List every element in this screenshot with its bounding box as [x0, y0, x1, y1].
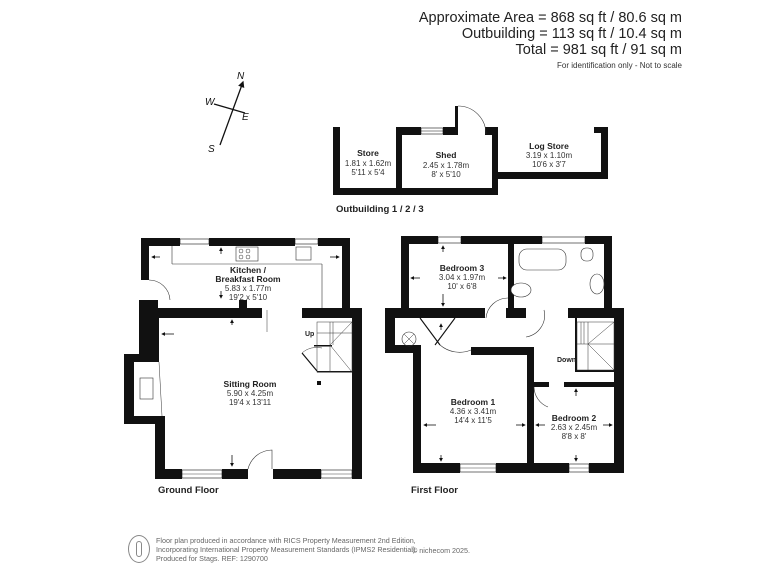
kitchen-name-2: Breakfast Room: [215, 274, 281, 284]
footer-text: Floor plan produced in accordance with R…: [156, 536, 417, 563]
outbuilding-plan: [333, 106, 608, 195]
first-floor-plan: [385, 236, 624, 473]
bedroom2-imperial: 8'8 x 8': [562, 432, 587, 441]
first-floor-label: First Floor: [411, 485, 458, 496]
outbuilding-area: Outbuilding = 113 sq ft / 10.4 sq m: [461, 26, 682, 42]
bedroom3-imperial: 10' x 6'8: [447, 282, 477, 291]
footer-line3: Produced for Stags. REF: 1290700: [156, 553, 268, 563]
shed-imperial: 8' x 5'10: [431, 170, 461, 179]
area-summary: Approximate Area = 868 sq ft / 80.6 sq m…: [419, 10, 682, 70]
toilet-icon: [510, 282, 532, 298]
bedroom1-name: Bedroom 1: [451, 397, 496, 407]
sink-icon: [295, 246, 312, 261]
compass-east: E: [242, 112, 249, 123]
footer-line1: Floor plan produced in accordance with R…: [156, 535, 416, 545]
bedroom1-metric: 4.36 x 3.41m: [450, 407, 497, 416]
stairs-icon-first: [576, 321, 615, 371]
ground-floor-label: Ground Floor: [158, 485, 219, 496]
log-store-imperial: 10'6 x 3'7: [532, 160, 566, 169]
kitchen-name-1: Kitchen /: [230, 265, 267, 275]
sitting-room-imperial: 19'4 x 13'11: [229, 398, 272, 407]
compass-north: N: [237, 71, 245, 82]
hob-icon: [235, 246, 259, 262]
disclaimer: For identification only - Not to scale: [557, 61, 682, 70]
first-stairs-label: Down: [557, 357, 576, 364]
toilet-icon-2: [580, 247, 594, 262]
log-store-metric: 3.19 x 1.10m: [526, 151, 573, 160]
shed-metric: 2.45 x 1.78m: [423, 161, 470, 170]
outbuilding-label: Outbuilding 1 / 2 / 3: [336, 204, 424, 215]
ground-floor-plan: [124, 238, 362, 479]
copyright: © nichecom 2025.: [412, 546, 471, 555]
store-imperial: 5'11 x 5'4: [351, 168, 385, 177]
ground-stairs-label: Up: [305, 331, 314, 338]
log-store-name: Log Store: [529, 141, 569, 151]
kitchen-imperial: 19'2 x 5'10: [229, 293, 268, 302]
compass-west: W: [205, 97, 216, 108]
store-name: Store: [357, 148, 379, 158]
cylinder-icon: [401, 331, 417, 347]
bath-icon: [518, 248, 567, 271]
shed-name: Shed: [436, 150, 457, 160]
approximate-area: Approximate Area = 868 sq ft / 80.6 sq m: [418, 10, 682, 26]
basin-icon: [589, 273, 605, 295]
fireplace-icon: [139, 377, 154, 400]
stairs-icon: [316, 321, 353, 373]
bedroom2-name: Bedroom 2: [552, 413, 597, 423]
bedroom3-name: Bedroom 3: [440, 263, 485, 273]
sitting-room-name: Sitting Room: [224, 379, 277, 389]
bedroom1-imperial: 14'4 x 11'5: [454, 416, 492, 425]
compass-icon: N W E S: [205, 71, 249, 155]
nichecom-logo-icon: [128, 535, 150, 563]
bedroom2-metric: 2.63 x 2.45m: [551, 423, 598, 432]
footer-line2: Incorporating International Property Mea…: [156, 544, 418, 554]
compass-south: S: [208, 144, 215, 155]
store-metric: 1.81 x 1.62m: [345, 159, 392, 168]
kitchen-metric: 5.83 x 1.77m: [225, 284, 272, 293]
sitting-room-metric: 5.90 x 4.25m: [227, 389, 274, 398]
total-area: Total = 981 sq ft / 91 sq m: [515, 42, 682, 58]
footer: Floor plan produced in accordance with R…: [128, 535, 417, 563]
bedroom3-metric: 3.04 x 1.97m: [439, 273, 486, 282]
